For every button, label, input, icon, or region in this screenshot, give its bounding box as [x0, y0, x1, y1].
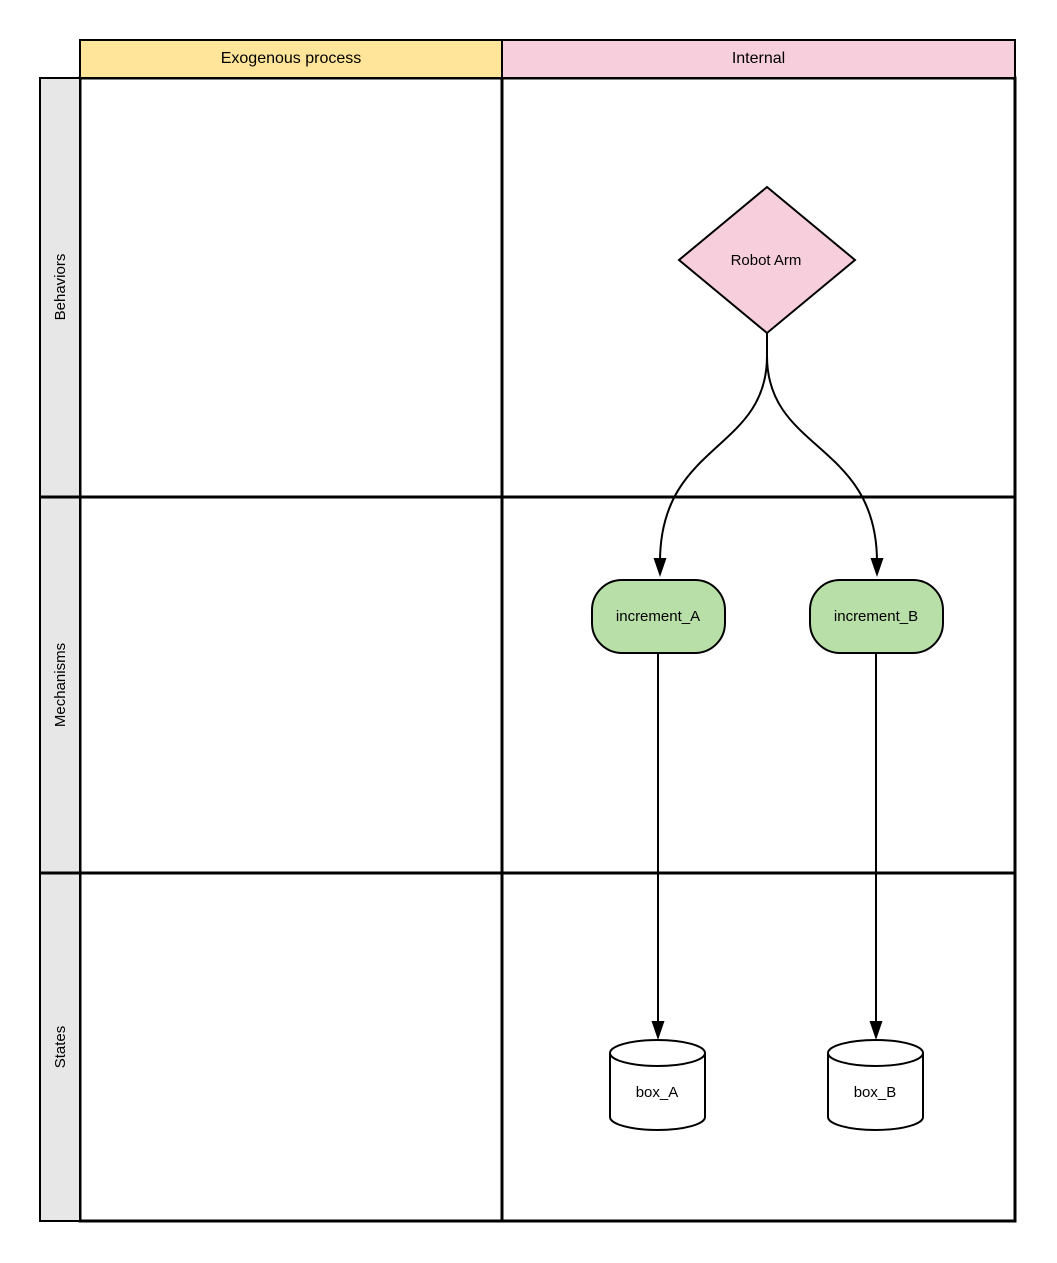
column-header-internal: [501, 39, 1016, 79]
robot-arm-label: Robot Arm: [730, 251, 802, 269]
arrowhead-increment-b: [870, 558, 884, 577]
edge-robotarm-to-increment-b: [766, 355, 878, 563]
arrowhead-box-a: [651, 1021, 665, 1040]
row-header-states-label: States: [51, 1025, 69, 1069]
increment-a-node: [591, 579, 726, 654]
row-header-mechanisms-label: Mechanisms: [51, 642, 69, 728]
box-a-label: box_A: [635, 1083, 679, 1101]
arrowhead-increment-a: [653, 558, 667, 577]
edge-robotarm-to-increment-a: [659, 355, 768, 563]
increment-b-label: increment_B: [833, 607, 919, 625]
robot-arm-diamond: [677, 185, 857, 335]
box-b-label: box_B: [853, 1083, 897, 1101]
row-header-behaviors-label: Behaviors: [51, 253, 69, 321]
box-a-cylinder-body: [609, 1052, 706, 1131]
increment-a-label: increment_A: [615, 607, 701, 625]
box-a-cylinder-rim: [609, 1039, 706, 1054]
box-b-cylinder-rim: [827, 1039, 924, 1054]
column-header-exogenous: [79, 39, 503, 79]
arrowhead-box-b: [869, 1021, 883, 1040]
box-b-cylinder-body: [827, 1052, 924, 1131]
column-header-exogenous-label: Exogenous process: [220, 50, 362, 67]
column-header-internal-label: Internal: [731, 50, 786, 67]
row-header-column: [39, 77, 81, 1222]
increment-b-node: [809, 579, 944, 654]
